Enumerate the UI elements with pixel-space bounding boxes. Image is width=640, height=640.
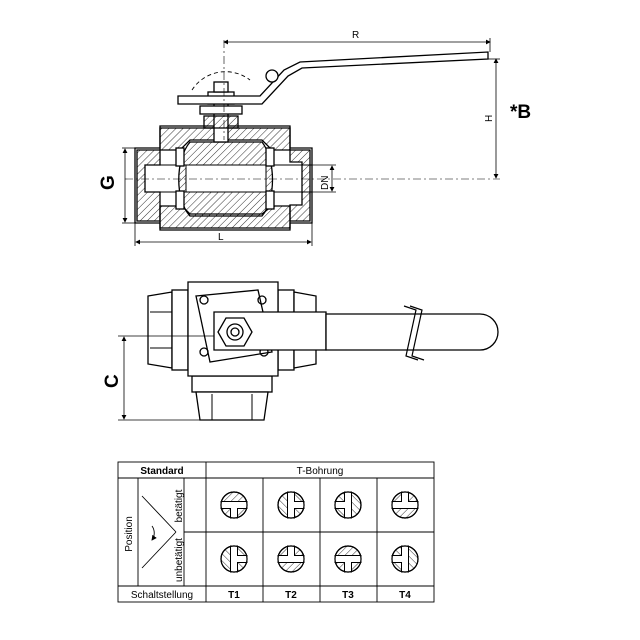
label-b: *B (510, 102, 531, 123)
top-handle (325, 313, 499, 351)
bore-symbol-actuated-t3 (334, 491, 362, 519)
label-dn: DN (320, 176, 331, 190)
position-table (117, 461, 435, 603)
dim-h (488, 58, 500, 179)
label-position: Position (124, 516, 135, 552)
label-l: L (218, 232, 224, 243)
label-switch-position: Schaltstellung (131, 590, 193, 601)
dim-c (118, 335, 214, 421)
label-g: G (98, 175, 119, 190)
bore-symbol-actuated-t1 (220, 491, 248, 519)
ball-bore (185, 164, 267, 193)
side-view (125, 40, 500, 231)
top-view (147, 281, 499, 421)
header-standard: Standard (140, 466, 183, 477)
bore-symbol-not-actuated-t4 (391, 545, 419, 573)
dim-r (223, 38, 491, 52)
bore-symbol-actuated-t4 (391, 491, 419, 519)
bore-symbol-not-actuated-t1 (220, 545, 248, 573)
label-not-actuated: unbetätigt (174, 538, 185, 582)
dim-g (122, 147, 135, 224)
bore-symbol-not-actuated-t3 (334, 545, 362, 573)
dim-dn (312, 164, 336, 193)
label-actuated: betätigt (174, 489, 185, 522)
column-label-t2: T2 (285, 590, 297, 601)
column-label-t1: T1 (228, 590, 240, 601)
bore-symbol-actuated-t2 (277, 491, 305, 519)
column-label-t4: T4 (399, 590, 411, 601)
bore-symbols (220, 491, 419, 573)
port-left (147, 291, 173, 369)
dim-l (134, 223, 313, 246)
handle-lever (177, 51, 489, 105)
label-r: R (352, 30, 359, 41)
column-label-t3: T3 (342, 590, 354, 601)
bore-symbol-not-actuated-t2 (277, 545, 305, 573)
label-h: H (484, 115, 495, 122)
right-end-cap (289, 149, 311, 222)
header-bore: T-Bohrung (297, 466, 344, 477)
label-c: C (102, 374, 123, 388)
